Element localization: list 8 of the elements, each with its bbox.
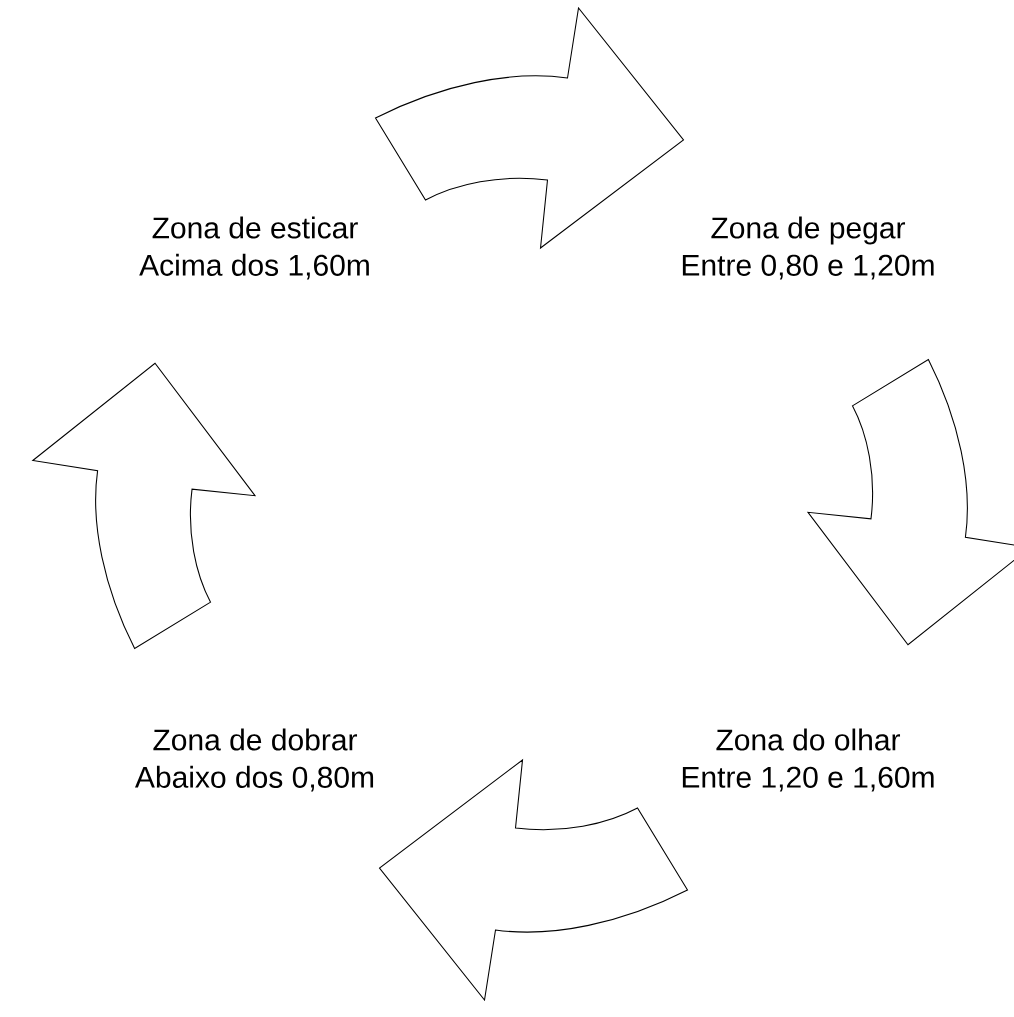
zone-label: Zona do olhar Entre 1,20 e 1,60m (682, 728, 934, 792)
curved-block-arrow (378, 759, 689, 1001)
curved-block-arrow (374, 7, 685, 249)
zone-label: Zona de dobrar Abaixo dos 0,80m (135, 728, 374, 792)
zone-label: Zona de esticar Acima dos 1,60m (139, 216, 369, 280)
curved-block-arrow (32, 362, 256, 649)
curved-block-arrow (807, 359, 1014, 646)
zone-label: Zona de pegar Entre 0,80 e 1,20m (682, 216, 934, 280)
